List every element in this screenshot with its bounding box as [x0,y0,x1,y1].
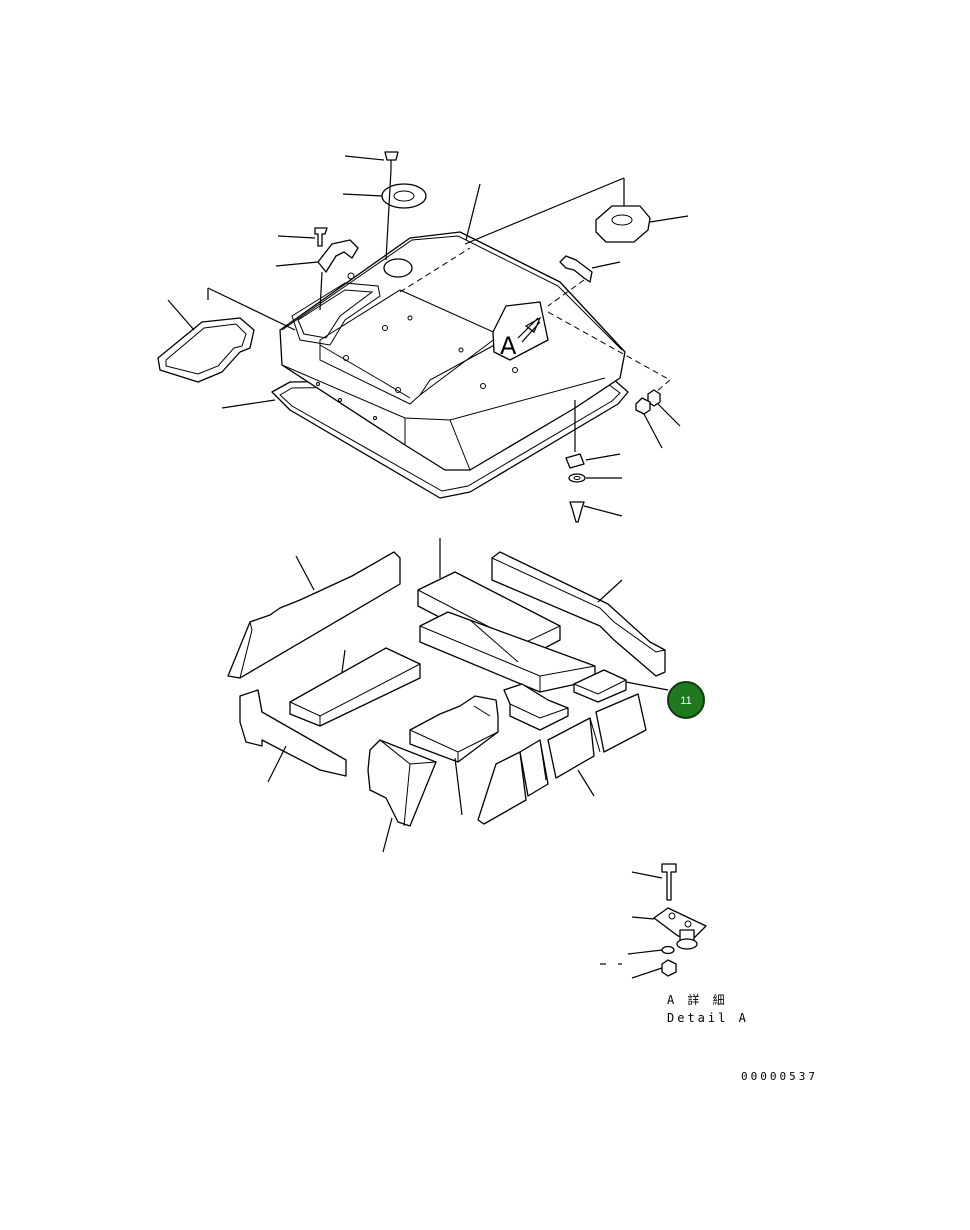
spacer-block [565,400,621,469]
insulation-pads [227,538,669,853]
detail-a-assembly [600,863,707,979]
nut-right-lower [635,397,663,449]
view-marker-label: A [500,332,517,360]
pad-flat-left [289,647,421,727]
pad-front-angled [367,739,437,827]
pad-segment-2 [519,739,549,797]
top-cap-washer [342,169,427,261]
roof-assembly [271,231,629,499]
pad-box-center [409,695,499,763]
pad-step-center [503,683,569,731]
pad-segment-4 [595,693,647,753]
pad-right-side [491,551,666,677]
callout-number[interactable]: 11 [680,695,691,707]
clip-plug [569,501,623,523]
callout-11[interactable]: 11 [667,681,705,719]
top-screw [344,151,399,170]
washer [568,473,622,483]
document-number: 00000537 [741,1070,818,1083]
pad-small-right [573,669,627,703]
callout-circle[interactable] [667,681,705,719]
grab-handle-right [547,255,621,307]
detail-a-label-jp: A 詳 細 [667,992,728,1007]
handle-bolt [277,227,328,247]
pad-left-side [227,551,401,679]
pad-center-top [417,571,561,661]
grab-handle-left [275,239,359,311]
nut-right [647,389,681,427]
pad-segment-3 [547,717,595,779]
view-arrow-a: A [492,301,549,361]
roof-cap [595,205,689,243]
window-gasket [157,299,255,383]
detail-a-label-en: Detail A [667,1011,749,1025]
pad-segment-1 [477,751,527,825]
